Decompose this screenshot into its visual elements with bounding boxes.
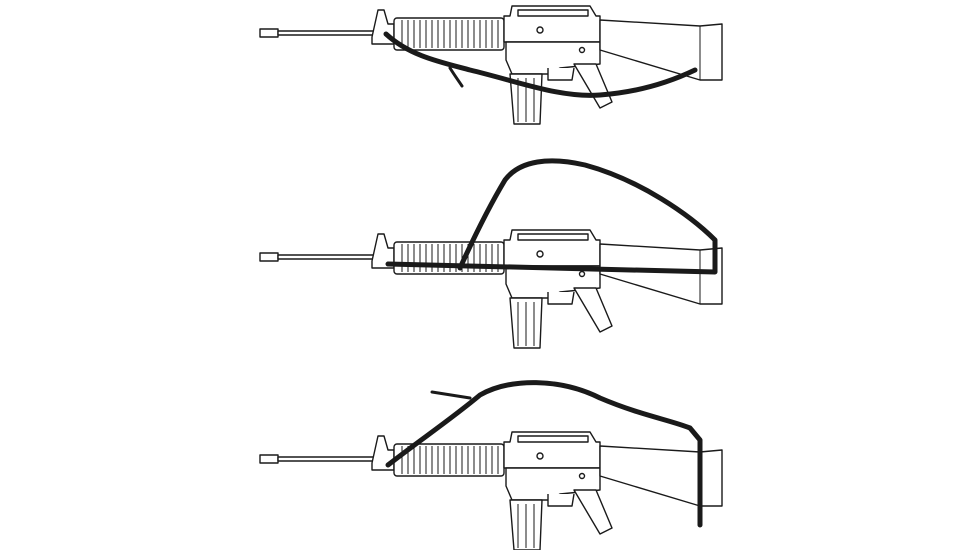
sling-tail: [430, 390, 472, 400]
rifle-drawing: [259, 431, 723, 550]
sling: [385, 380, 703, 528]
sling: [383, 31, 698, 98]
rifle-drawing: [259, 5, 723, 125]
sling-tail: [448, 66, 464, 88]
rifle-sling-configuration-1: [259, 5, 723, 125]
rifle-sling-configuration-2: [259, 158, 723, 349]
rifle-drawing: [259, 229, 723, 349]
rifle-sling-configuration-3: [259, 380, 723, 550]
sling: [385, 158, 718, 275]
